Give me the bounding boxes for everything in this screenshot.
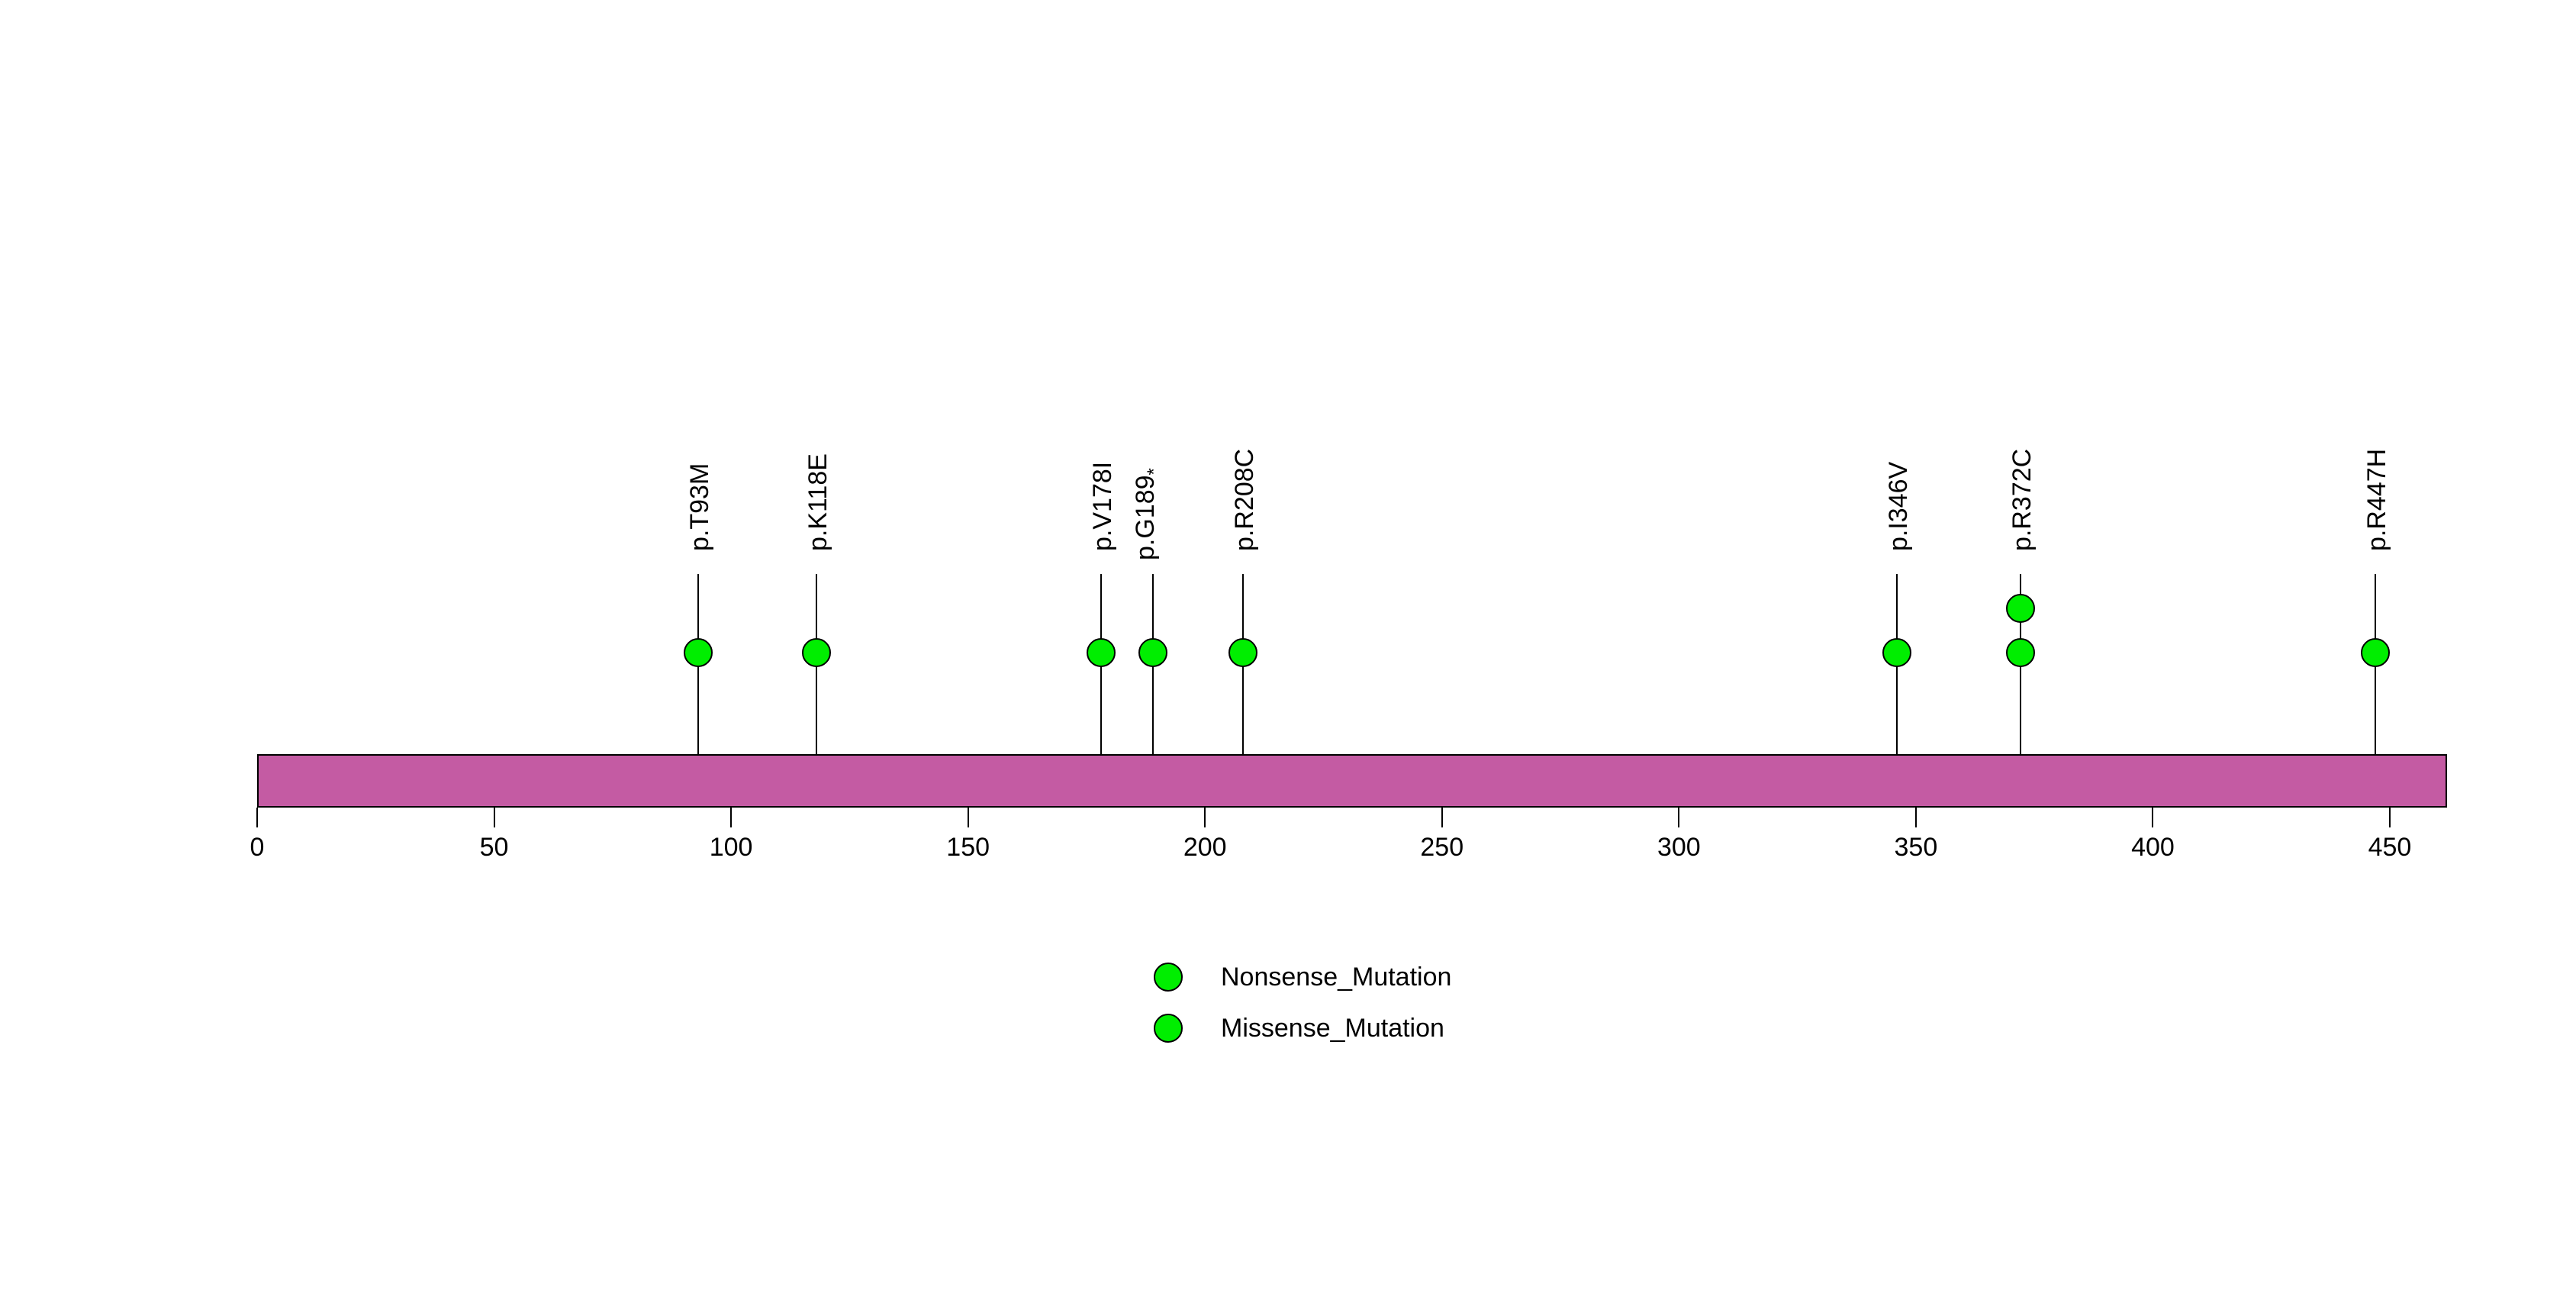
- mutation-label: p.R208C: [1229, 448, 1259, 551]
- x-axis-tick: [967, 808, 969, 827]
- mutation-label: p.K118E: [803, 453, 832, 551]
- mutation-label: p.I346V: [1884, 461, 1914, 551]
- x-axis-tick: [256, 808, 258, 827]
- nonsense-mutation-swatch-icon: [1154, 963, 1183, 992]
- x-axis-tick-label: 450: [2368, 833, 2412, 862]
- mutation-stem: [1896, 574, 1898, 807]
- mutation-label: p.R372C: [2007, 448, 2037, 551]
- x-axis-tick-label: 250: [1420, 833, 1464, 862]
- x-axis-tick: [2388, 808, 2391, 827]
- mutation-stem: [815, 574, 817, 807]
- mutation-point: [2361, 638, 2391, 667]
- x-axis-tick: [1204, 808, 1206, 827]
- mutation-stem: [1151, 574, 1154, 807]
- x-axis-tick-label: 300: [1657, 833, 1701, 862]
- mutation-label-subscript: *: [1143, 468, 1164, 476]
- protein-backbone-bar: [257, 754, 2447, 808]
- mutation-point: [683, 638, 713, 667]
- mutation-point: [1228, 638, 1257, 667]
- legend: Nonsense_Mutation Missense_Mutation: [1154, 963, 1451, 1043]
- mutation-label: p.V178I: [1087, 461, 1117, 551]
- legend-label: Missense_Mutation: [1221, 1014, 1444, 1043]
- x-axis-tick-label: 100: [709, 833, 753, 862]
- mutation-stem: [697, 574, 699, 807]
- x-axis-tick-label: 50: [479, 833, 509, 862]
- mutation-stem: [1241, 574, 1244, 807]
- x-axis-tick-label: 150: [946, 833, 990, 862]
- x-axis-tick: [1441, 808, 1443, 827]
- x-axis-tick-label: 200: [1183, 833, 1227, 862]
- mutation-point: [1882, 638, 1912, 667]
- missense-mutation-swatch-icon: [1154, 1014, 1183, 1043]
- mutation-point: [2005, 594, 2035, 623]
- mutation-point: [1138, 638, 1167, 667]
- mutation-stem: [1100, 574, 1102, 807]
- mutation-label: p.G189*: [1130, 468, 1164, 560]
- x-axis-tick: [1914, 808, 1917, 827]
- mutation-stem: [2375, 574, 2377, 807]
- legend-item-nonsense: Nonsense_Mutation: [1154, 963, 1451, 992]
- mutation-point: [801, 638, 831, 667]
- mutation-label: p.T93M: [684, 463, 714, 551]
- mutation-stem: [2019, 574, 2021, 807]
- mutation-point: [2005, 638, 2035, 667]
- x-axis-tick: [1678, 808, 1680, 827]
- mutation-point: [1086, 638, 1116, 667]
- mutation-label: p.R447H: [2362, 448, 2392, 551]
- legend-label: Nonsense_Mutation: [1221, 963, 1452, 992]
- x-axis-tick-label: 400: [2131, 833, 2175, 862]
- x-axis-tick: [493, 808, 495, 827]
- x-axis-tick-label: 350: [1894, 833, 1938, 862]
- legend-item-missense: Missense_Mutation: [1154, 1014, 1451, 1043]
- x-axis-tick: [730, 808, 733, 827]
- x-axis-tick-label: 0: [250, 833, 265, 862]
- x-axis-tick: [2152, 808, 2154, 827]
